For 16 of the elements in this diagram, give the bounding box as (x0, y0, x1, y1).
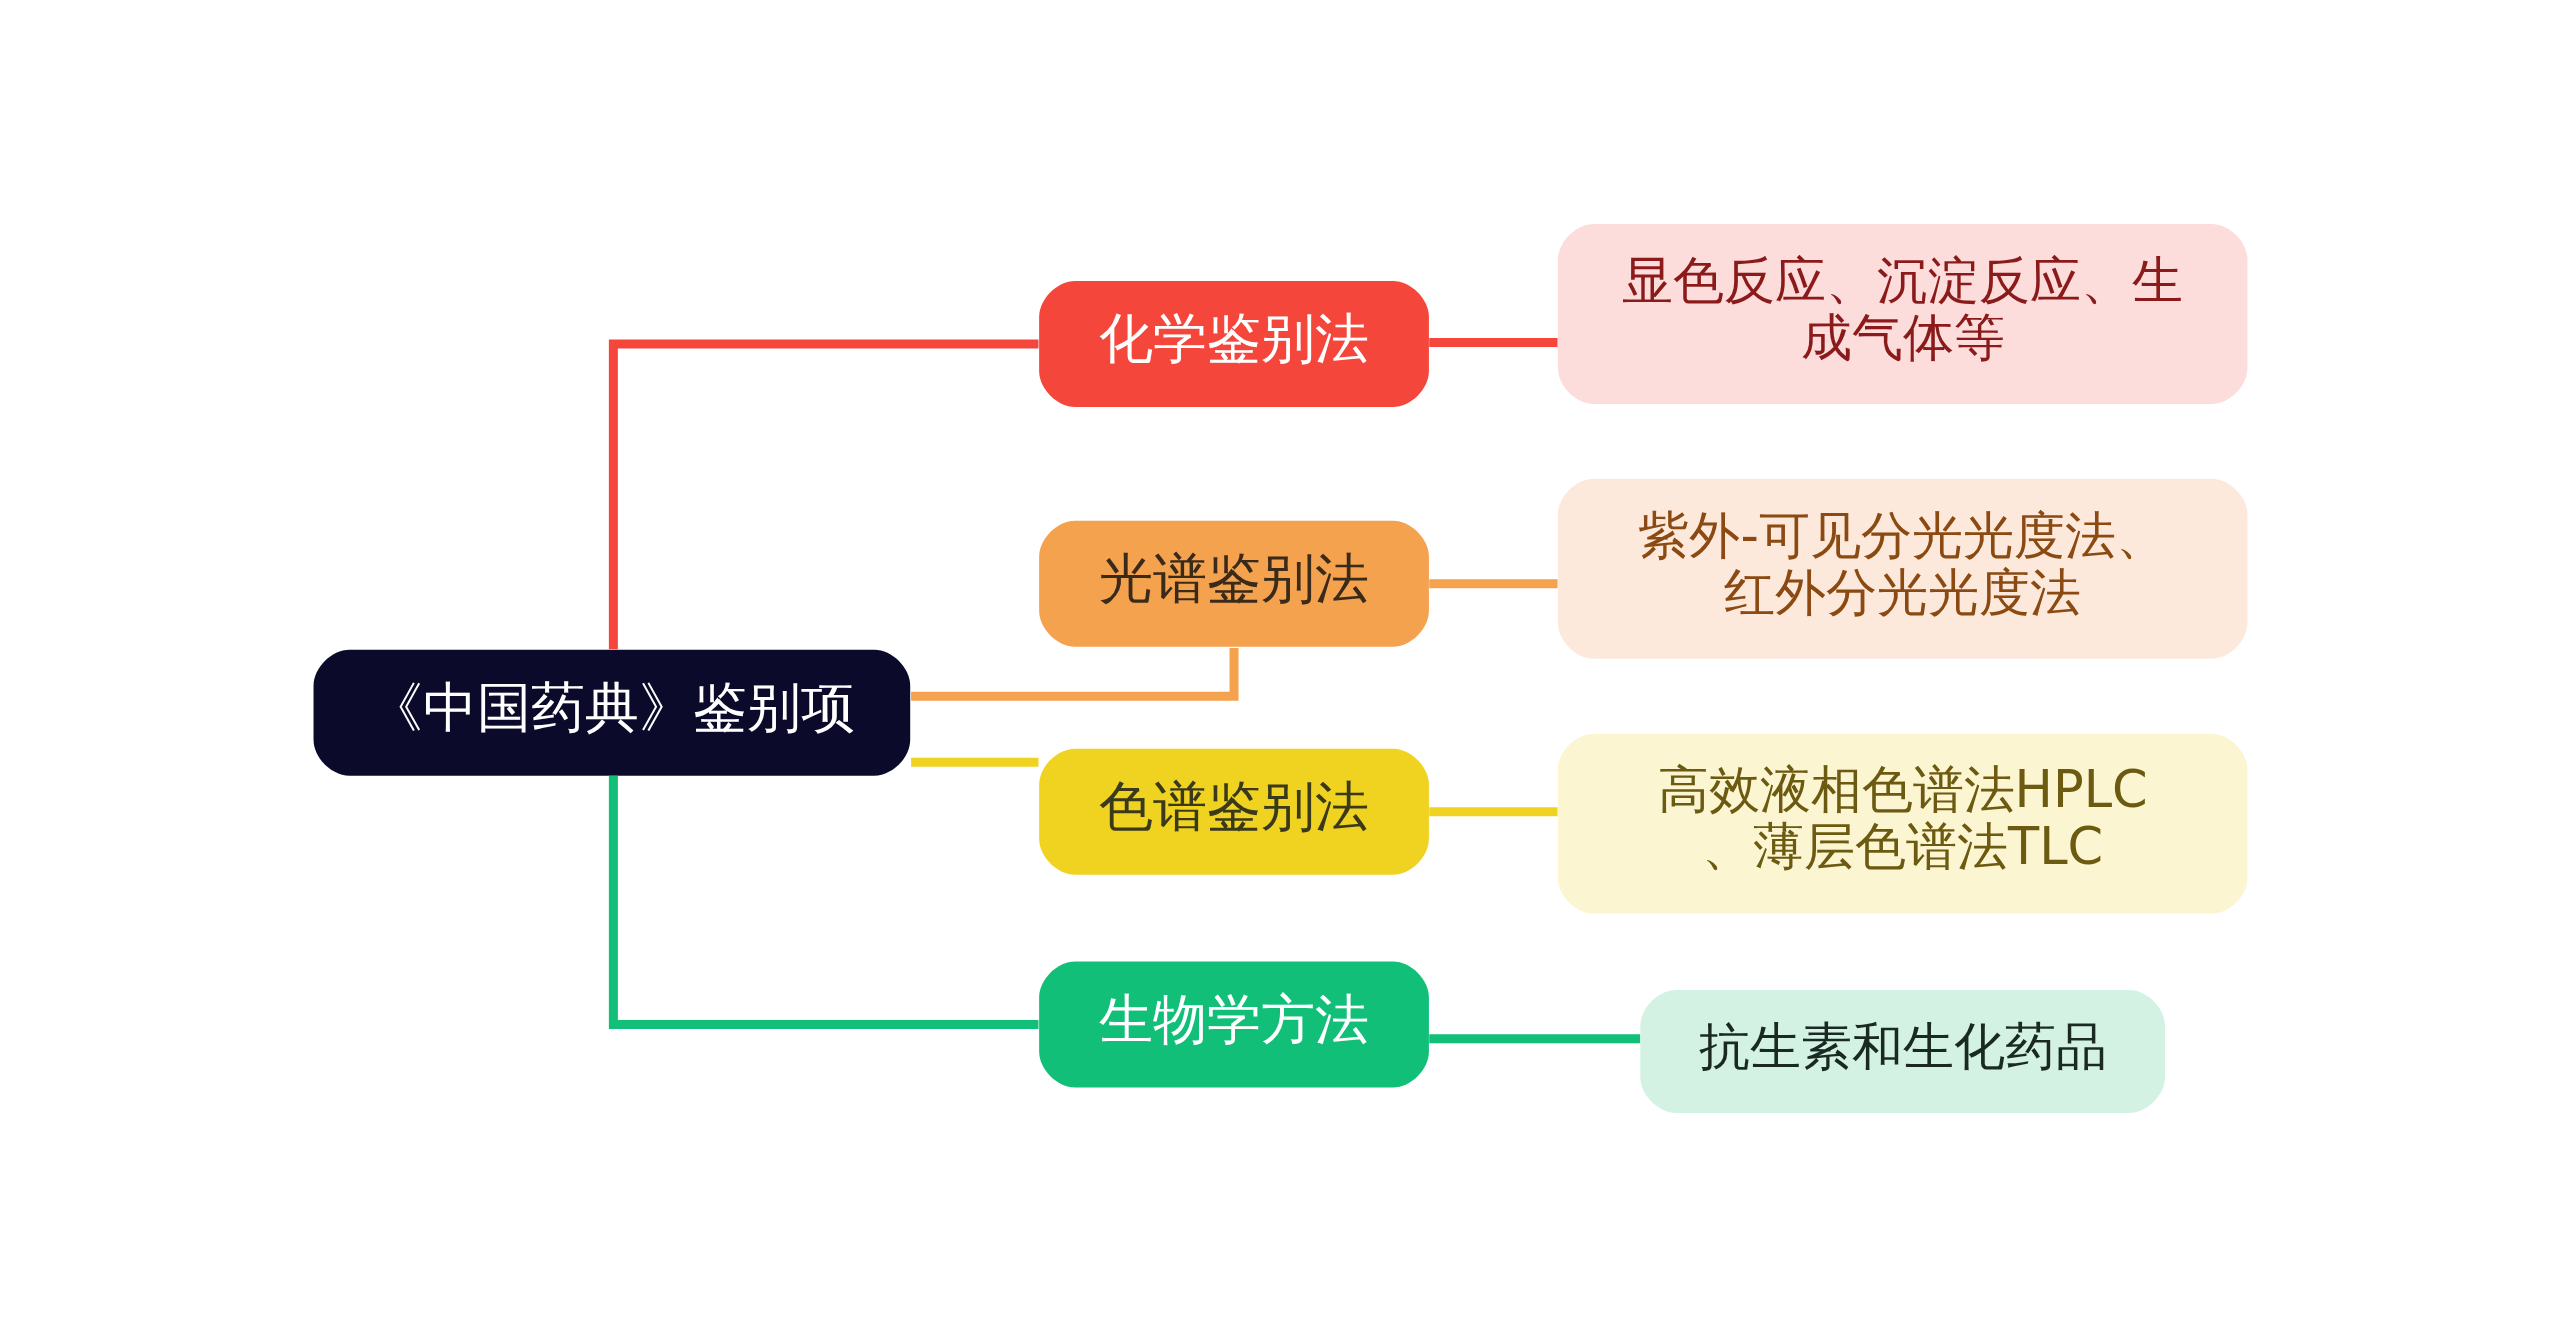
connector (608, 339, 1038, 650)
node-box: 光谱鉴别法 (1038, 520, 1429, 647)
node-box: 生物学方法 (1038, 961, 1429, 1088)
connector (1428, 1034, 1640, 1044)
node-box: 化学鉴别法 (1038, 280, 1429, 407)
connector (1428, 337, 1557, 347)
node-box: 《中国药典》鉴别项 (313, 649, 910, 776)
node-box: 色谱鉴别法 (1038, 748, 1429, 875)
node-box: 高效液相色谱法HPLC、薄层色谱法TLC (1557, 733, 2247, 914)
node-box: 紫外-可见分光光度法、红外分光光度法 (1557, 478, 2247, 659)
connector (1428, 579, 1557, 589)
connector (1428, 807, 1557, 817)
connector (910, 757, 1038, 767)
node-box: 抗生素和生化药品 (1639, 990, 2165, 1113)
node-box: 显色反应、沉淀反应、生成气体等 (1557, 224, 2247, 404)
connector (608, 775, 1038, 1030)
